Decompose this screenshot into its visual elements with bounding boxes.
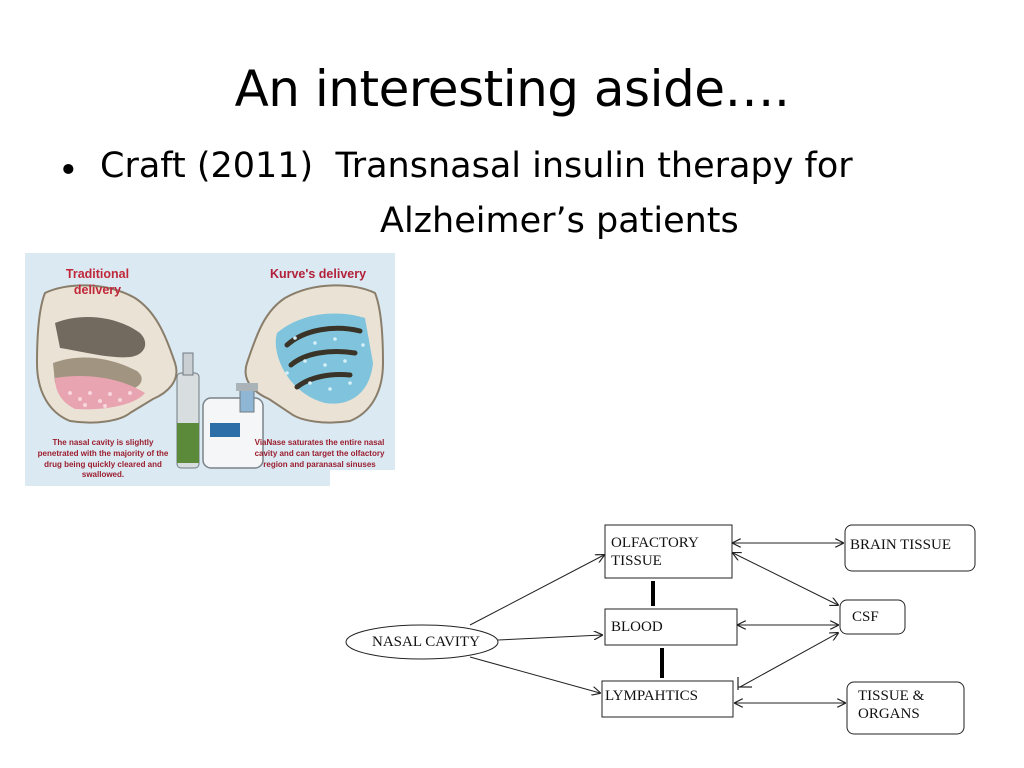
node-csf-shape [839,599,906,635]
edge-nasal-to-blood [497,635,602,641]
node-brain-tissue-label: BRAIN TISSUE [850,537,951,553]
node-lymphatics-shape [601,680,734,718]
traditional-delivery-label: Traditional delivery [65,267,130,298]
edge-lymphatics-csf [739,633,838,688]
node-blood-shape [604,608,738,646]
node-nasal-cavity-shape [345,624,499,660]
bullet-text-line2: Alzheimer’s patients [380,201,739,241]
nasal-delivery-illustration [25,253,395,486]
slide-title: An interesting aside…. [234,60,790,118]
node-blood-label: BLOOD [611,619,663,635]
node-tissue-organs-shape [846,681,965,735]
bullet-text-line1: Craft (2011) Transnasal insulin therapy … [100,146,853,186]
traditional-delivery-caption: The nasal cavity is slightly penetrated … [37,438,169,480]
edge-nasal-to-olfactory [469,555,604,626]
edge-nasal-to-lymphatics [469,656,600,693]
kurve-delivery-label: Kurve's delivery [269,267,367,281]
transport-pathway-diagram: NASAL CAVITY OLFACTORY TISSUE BLOOD LYMP… [340,515,990,745]
node-nasal-cavity-label: NASAL CAVITY [372,634,480,650]
node-lymphatics-label: LYMPAHTICS [605,688,698,704]
left-nasal-cross-section [35,284,178,424]
bullet-marker: • [58,151,79,191]
right-nasal-cross-section [244,284,385,424]
kurve-delivery-caption: ViaNase saturates the entire nasal cavit… [254,438,385,469]
nasal-spray-devices [176,352,264,469]
node-tissue-organs-label: TISSUE & ORGANS [858,688,925,722]
node-olfactory-label: OLFACTORY TISSUE [611,535,699,569]
node-brain-tissue-shape [844,524,976,572]
node-csf-label: CSF [852,609,879,625]
edge-olfactory-csf [733,553,838,605]
nasal-delivery-image [25,253,395,486]
node-olfactory-shape [604,524,733,579]
